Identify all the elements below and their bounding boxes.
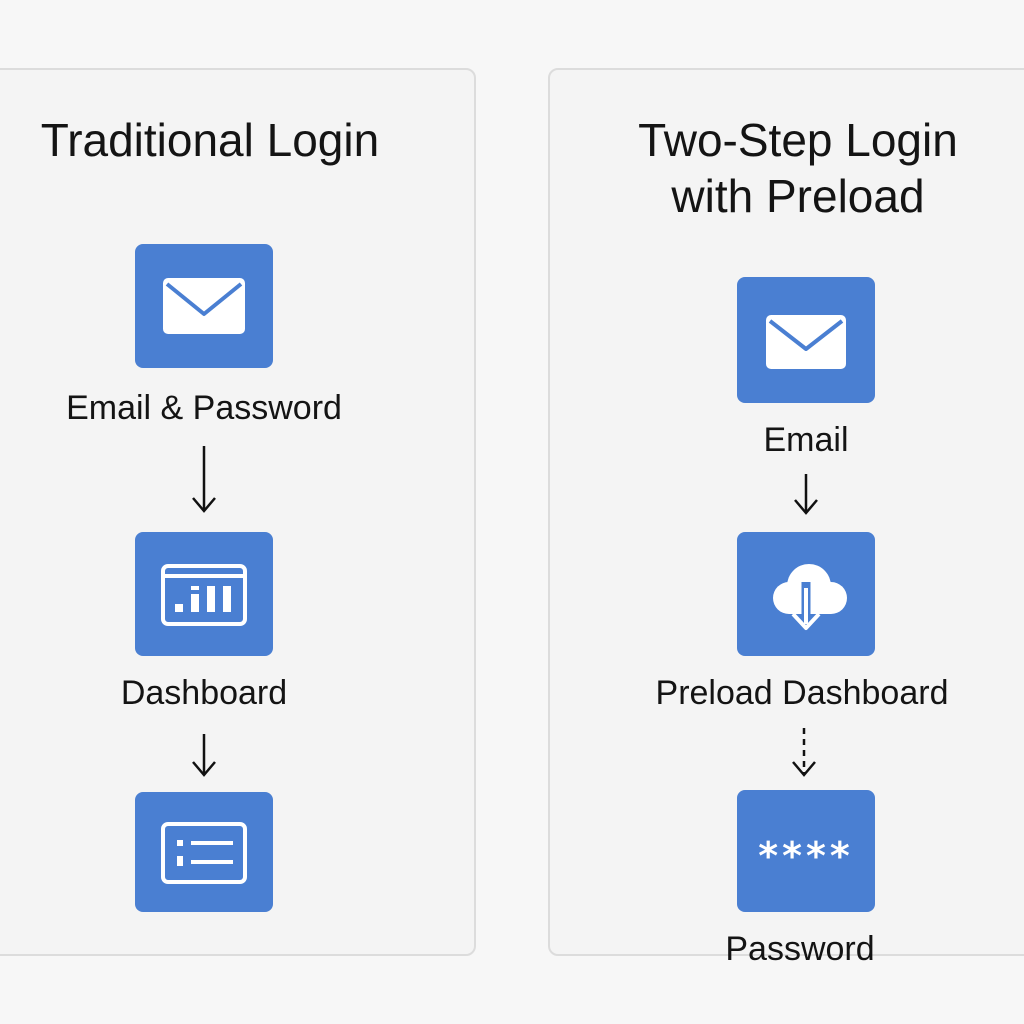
password-tile: ****: [737, 790, 875, 912]
email-password-label: Email & Password: [66, 389, 342, 427]
password-mask-text: ****: [758, 834, 854, 878]
preload-dashboard-tile: [737, 532, 875, 656]
preload-dashboard-label: Preload Dashboard: [655, 674, 949, 712]
dashboard-icon: [161, 564, 247, 626]
envelope-icon: [766, 315, 846, 369]
dashboard-label: Dashboard: [120, 674, 288, 712]
dashboard-tile: [135, 532, 273, 656]
arrow-down-icon: [794, 474, 818, 515]
email-tile: [737, 277, 875, 403]
list-icon: [161, 822, 247, 884]
arrow-down-icon: [192, 734, 216, 777]
cloud-download-icon: [773, 564, 847, 630]
list-tile: [135, 792, 273, 912]
email-label: Email: [763, 421, 849, 459]
email-password-tile: [135, 244, 273, 368]
two-step-login-title-line1: Two-Step Login: [638, 114, 958, 166]
two-step-login-title-line2: with Preload: [671, 170, 925, 222]
envelope-icon: [163, 278, 245, 334]
traditional-login-title: Traditional Login: [40, 114, 380, 166]
password-label: Password: [725, 930, 875, 968]
dashed-arrow-down-icon: [792, 728, 816, 777]
arrow-down-icon: [192, 446, 216, 513]
